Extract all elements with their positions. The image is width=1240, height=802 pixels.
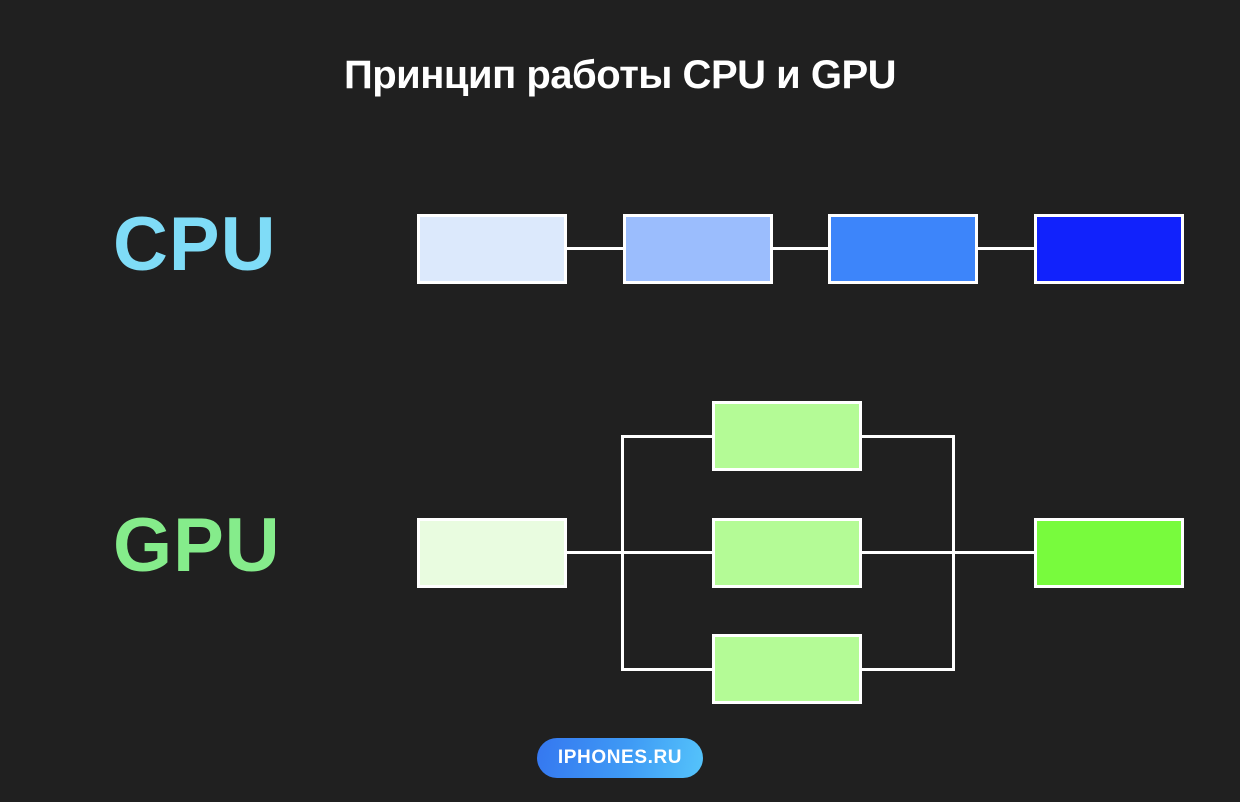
gpu-worker-2-box[interactable] bbox=[712, 518, 862, 588]
gpu-input-to-split-wire bbox=[567, 551, 624, 554]
iphones-ru-badge[interactable]: IPHONES.RU bbox=[537, 738, 703, 778]
gpu-split-branch-top bbox=[621, 435, 715, 438]
cpu-stage-3-box[interactable] bbox=[828, 214, 978, 284]
cpu-connector-3-4 bbox=[978, 247, 1034, 250]
cpu-row-label: CPU bbox=[113, 202, 277, 287]
gpu-worker-1-box[interactable] bbox=[712, 401, 862, 471]
gpu-output-box[interactable] bbox=[1034, 518, 1184, 588]
gpu-merge-to-output-wire bbox=[952, 551, 1035, 554]
cpu-stage-1-box[interactable] bbox=[417, 214, 567, 284]
cpu-connector-2-3 bbox=[773, 247, 828, 250]
iphones-ru-badge-label: IPHONES.RU bbox=[557, 747, 683, 768]
gpu-merge-branch-mid bbox=[860, 551, 955, 554]
gpu-split-branch-bottom bbox=[621, 668, 715, 671]
gpu-merge-branch-top bbox=[860, 435, 955, 438]
gpu-input-box[interactable] bbox=[417, 518, 567, 588]
page-title: Принцип работы CPU и GPU bbox=[343, 53, 897, 97]
gpu-row-label: GPU bbox=[113, 503, 281, 588]
cpu-stage-4-box[interactable] bbox=[1034, 214, 1184, 284]
gpu-worker-3-box[interactable] bbox=[712, 634, 862, 704]
gpu-merge-branch-bottom bbox=[860, 668, 955, 671]
cpu-connector-1-2 bbox=[567, 247, 623, 250]
gpu-split-branch-mid bbox=[621, 551, 715, 554]
cpu-stage-2-box[interactable] bbox=[623, 214, 773, 284]
